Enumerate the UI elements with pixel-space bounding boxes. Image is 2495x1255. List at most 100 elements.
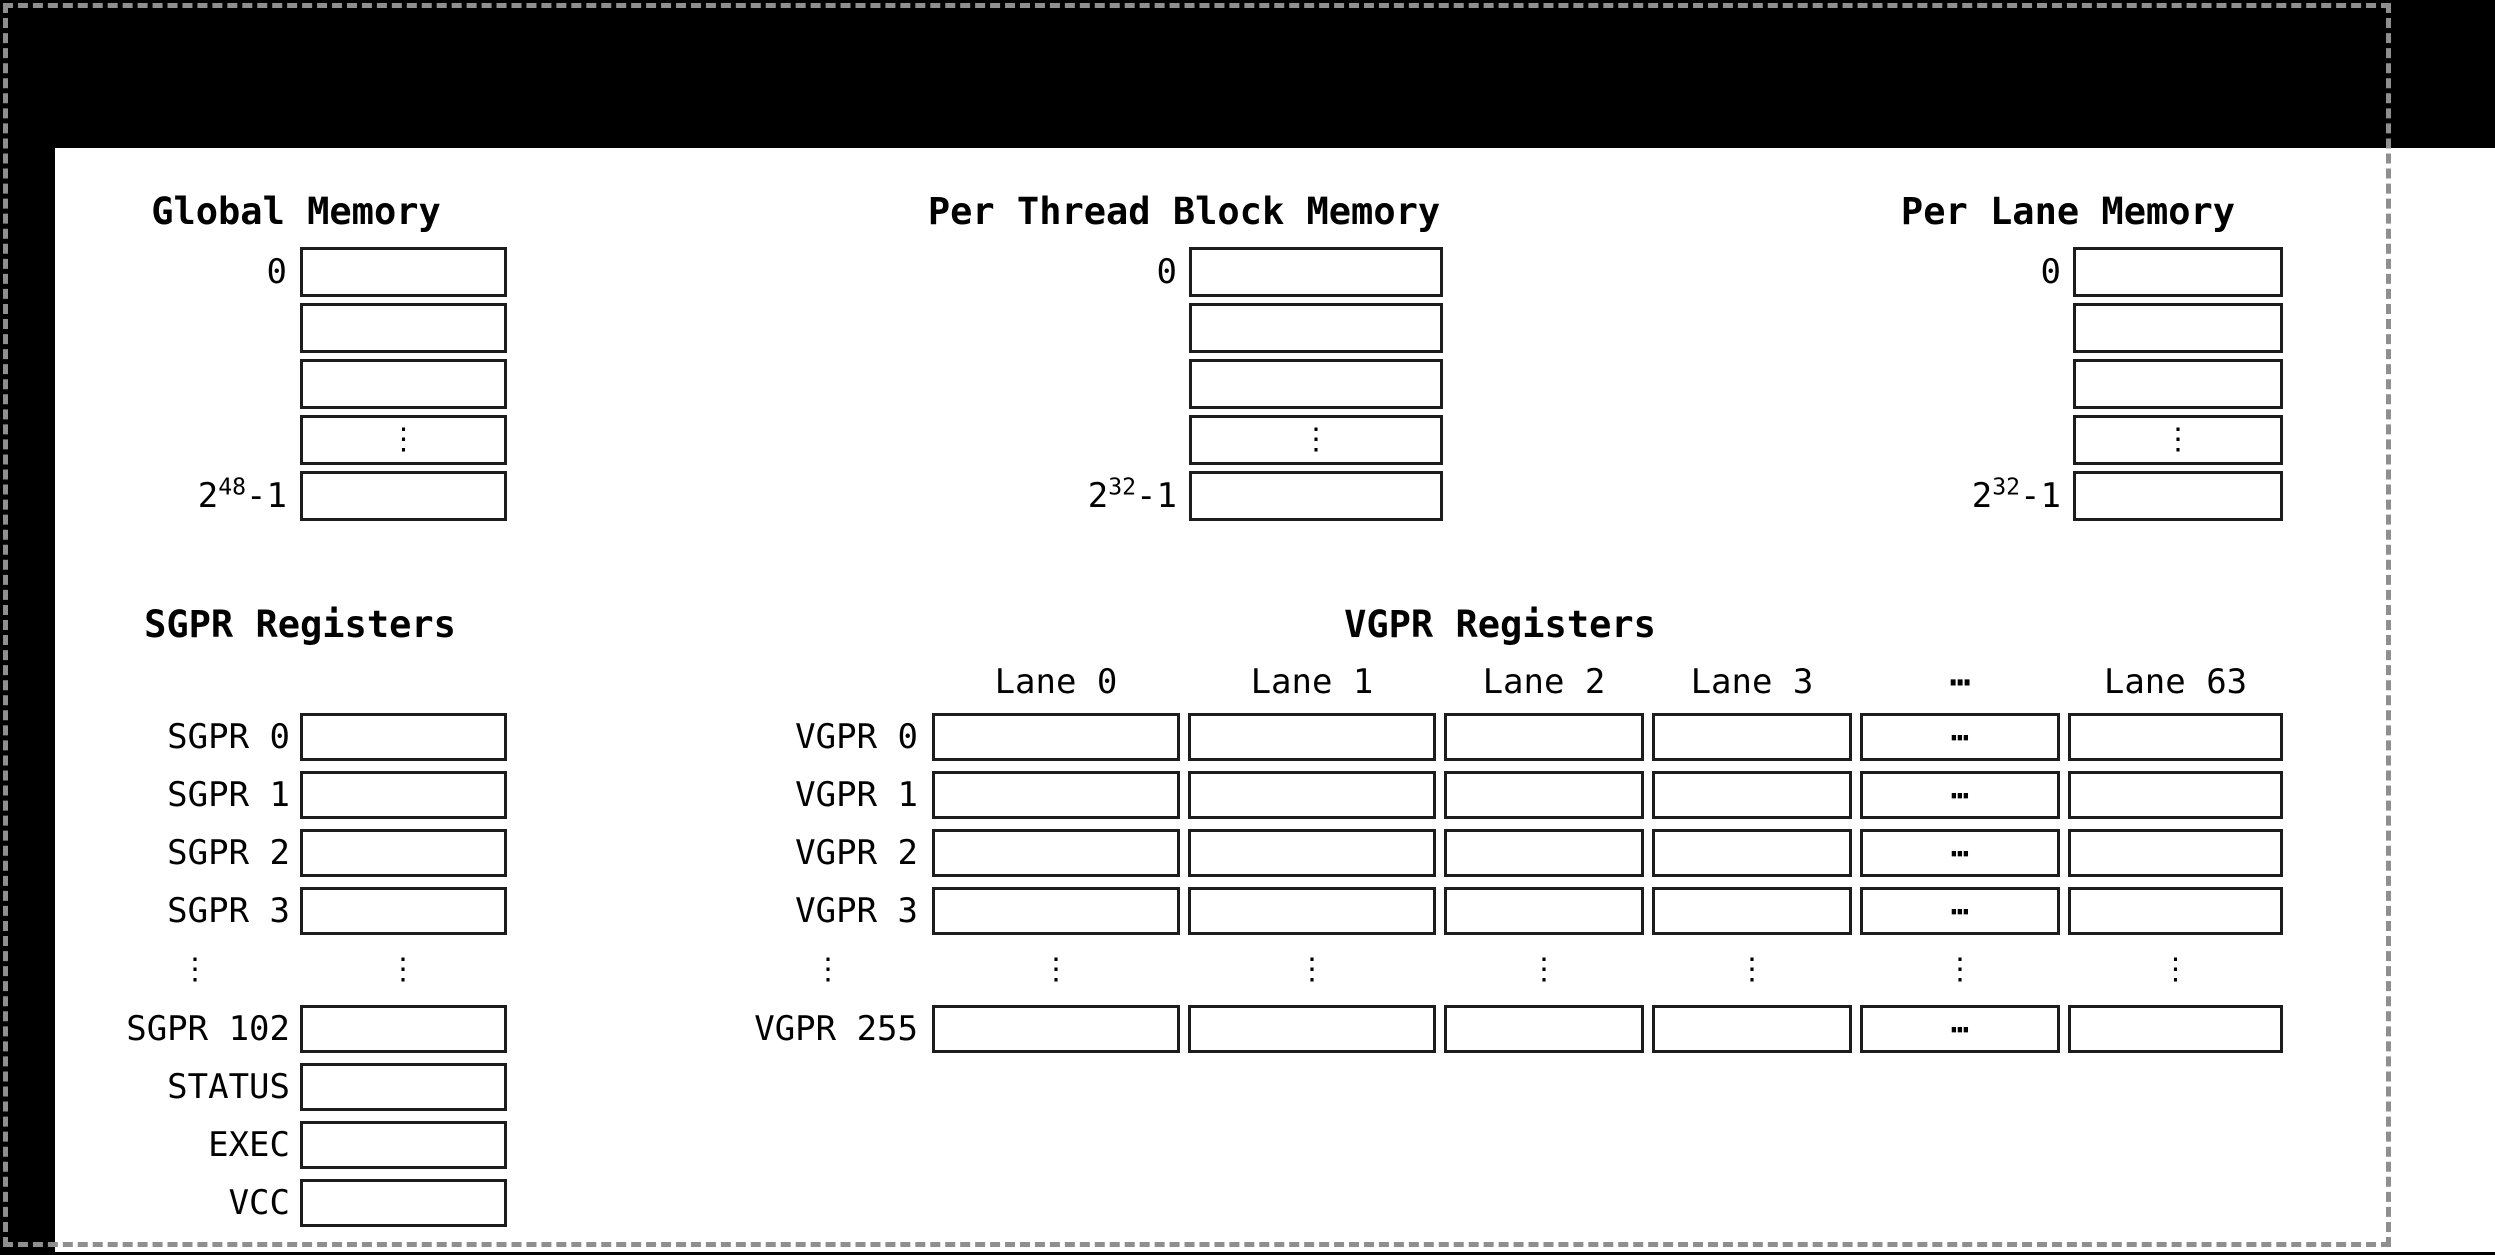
sgpr-row-label: SGPR 0 [167,717,290,757]
vertical-ellipsis: ⋮ [388,422,419,457]
vgpr-row-label: VGPR 1 [795,775,918,815]
vgpr-register-cell [1188,829,1436,877]
vgpr-register-cell-ellipsis: ⋯ [1860,1005,2060,1053]
lane-column-header: Lane 63 [2103,662,2248,702]
vgpr-grid: ⋯ ⋯ ⋯ ⋯ ⋮ ⋮ ⋮ ⋮ ⋮ ⋮ ⋯ [932,713,2283,1053]
vgpr-register-cell [1444,887,1644,935]
vgpr-register-cell [1444,771,1644,819]
vgpr-column-gap-ellipsis: ⋮ [1041,952,1071,987]
vgpr-row-label: VGPR 3 [795,891,918,931]
vgpr-column-gap-ellipsis: ⋮ [1945,952,1975,987]
lane-column-header-ellipsis: ⋯ [1949,662,1971,702]
vgpr-register-cell [2068,713,2283,761]
sgpr-row-label: EXEC [208,1125,290,1165]
memory-cell [2073,247,2283,297]
sgpr-register-cell [300,713,507,761]
vgpr-row-label: VGPR 0 [795,717,918,757]
vgpr-register-cell [1444,713,1644,761]
global-memory-stack: ⋮ [300,247,507,521]
thread-block-memory-first-address: 0 [1156,252,1177,292]
address-base: 2 [1971,476,1993,516]
thread-block-memory-stack: ⋮ [1189,247,1443,521]
memory-cell [300,471,507,521]
sgpr-register-cell [300,829,507,877]
address-base: 2 [1087,476,1109,516]
memory-cell [1189,303,1443,353]
vgpr-register-cell-ellipsis: ⋯ [1860,771,2060,819]
vgpr-column-gap-ellipsis: ⋮ [1529,952,1559,987]
address-tail: -1 [1136,476,1177,516]
memory-cell [1189,471,1443,521]
thread-block-memory-title: Per Thread Block Memory [927,190,1441,233]
vgpr-register-cell [1652,887,1852,935]
vgpr-title: VGPR Registers [1344,603,1656,646]
memory-cell-ellipsis: ⋮ [1189,415,1443,465]
lane-memory-first-address: 0 [2040,252,2061,292]
lane-column-header: Lane 2 [1482,662,1606,702]
vgpr-register-cell [1188,771,1436,819]
vgpr-register-cell [2068,829,2283,877]
memory-cell [2073,303,2283,353]
vgpr-register-cell [932,829,1180,877]
sgpr-box-stack-top [300,713,507,935]
vgpr-header-row: Lane 0 Lane 1 Lane 2 Lane 3 ⋯ Lane 63 [932,662,2283,702]
memory-cell-ellipsis: ⋮ [300,415,507,465]
vgpr-register-cell [1652,829,1852,877]
vgpr-row-label: VGPR 255 [754,1009,918,1049]
lane-memory-last-address: 232-1 [1972,476,2061,516]
sgpr-register-cell [300,771,507,819]
vgpr-register-cell [1444,1005,1644,1053]
sgpr-row-label: SGPR 1 [167,775,290,815]
memory-cell [300,303,507,353]
sgpr-register-cell [300,1179,507,1227]
sgpr-row-label: SGPR 2 [167,833,290,873]
sgpr-box-stack-bottom [300,1005,507,1227]
vgpr-register-cell [2068,887,2283,935]
sgpr-register-cell [300,887,507,935]
vgpr-register-cell [1652,713,1852,761]
address-base: 2 [197,476,219,516]
vgpr-register-cell [932,887,1180,935]
memory-cell [1189,247,1443,297]
vertical-ellipsis: ⋮ [2163,422,2193,457]
sgpr-title: SGPR Registers [144,603,456,646]
vgpr-column-gap-ellipsis: ⋮ [1737,952,1767,987]
address-exponent: 48 [218,474,247,501]
sgpr-tail-label-column: SGPR 102 STATUS EXEC VCC [100,1005,290,1227]
lane-column-header: Lane 1 [1250,662,1374,702]
thread-block-memory-last-address: 232-1 [1088,476,1177,516]
vgpr-register-cell [932,713,1180,761]
vgpr-row-label: VGPR 2 [795,833,918,873]
vgpr-register-cell [1188,713,1436,761]
address-tail: -1 [2020,476,2061,516]
vgpr-register-cell [1652,771,1852,819]
global-memory-last-address: 248-1 [198,476,287,516]
vgpr-column-gap-ellipsis: ⋮ [2160,952,2191,987]
vgpr-register-cell [932,771,1180,819]
address-exponent: 32 [1108,474,1137,501]
vgpr-register-cell [1188,887,1436,935]
lane-memory-stack: ⋮ [2073,247,2283,521]
vgpr-register-cell [2068,1005,2283,1053]
sgpr-row-label: SGPR 102 [126,1009,290,1049]
sgpr-label-gap-ellipsis: ⋮ [180,952,210,987]
sgpr-row-label: SGPR 3 [167,891,290,931]
sgpr-row-label: VCC [228,1183,290,1223]
vgpr-register-cell [1444,829,1644,877]
memory-cell-ellipsis: ⋮ [2073,415,2283,465]
sgpr-register-cell [300,1063,507,1111]
vgpr-register-cell-ellipsis: ⋯ [1860,887,2060,935]
vgpr-register-cell [1188,1005,1436,1053]
vgpr-register-cell [2068,771,2283,819]
memory-cell [1189,359,1443,409]
memory-cell [2073,359,2283,409]
vgpr-register-cell-ellipsis: ⋯ [1860,713,2060,761]
memory-cell [300,359,507,409]
sgpr-box-gap-ellipsis: ⋮ [388,952,418,987]
sgpr-register-cell [300,1121,507,1169]
vgpr-register-cell [932,1005,1180,1053]
vgpr-label-gap-ellipsis: ⋮ [813,952,843,987]
vgpr-register-cell-ellipsis: ⋯ [1860,829,2060,877]
global-memory-first-address: 0 [266,252,287,292]
